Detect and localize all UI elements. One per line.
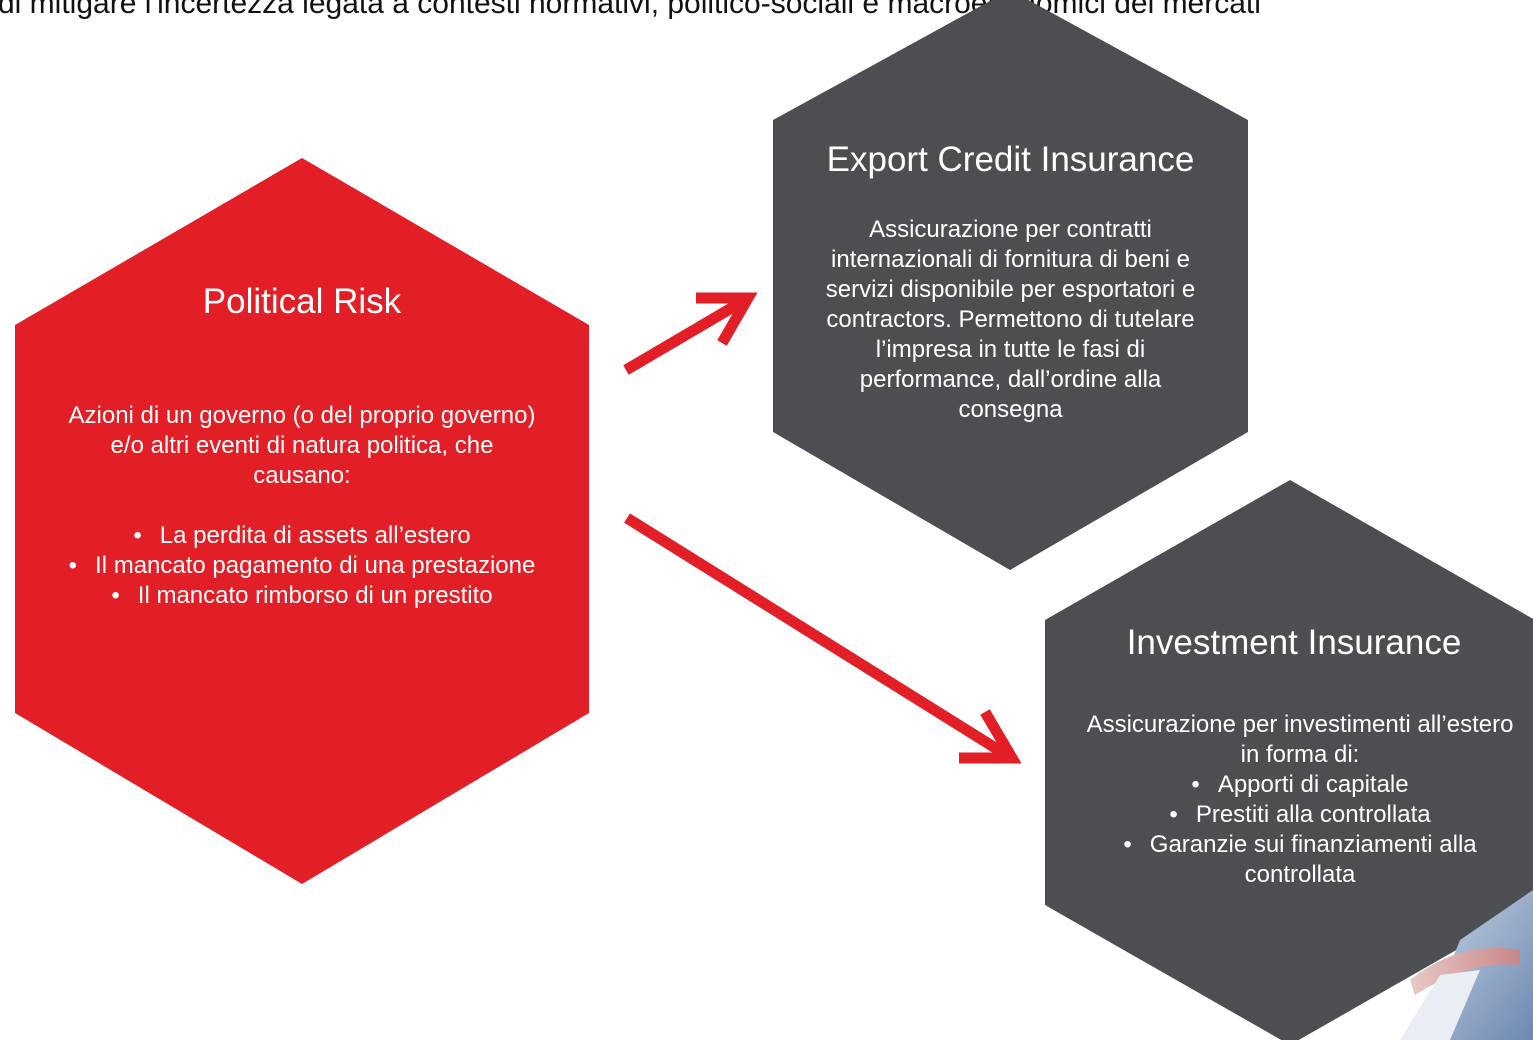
list-item: Il mancato rimborso di un prestito bbox=[60, 581, 544, 611]
arrow-to-export-credit bbox=[623, 292, 758, 375]
list-item: Garanzie sui finanziamenti alla controll… bbox=[1090, 830, 1510, 890]
arrow-to-investment bbox=[624, 513, 1022, 764]
list-item: Il mancato pagamento di una prestazione bbox=[60, 551, 544, 581]
investment-title: Investment Insurance bbox=[1126, 623, 1462, 662]
list-item: Apporti di capitale bbox=[1090, 770, 1510, 800]
export-credit-title: Export Credit Insurance bbox=[826, 140, 1195, 179]
investment-list: Apporti di capitale Prestiti alla contro… bbox=[1090, 770, 1510, 890]
investment-intro: Assicurazione per investimenti all’ester… bbox=[1086, 711, 1514, 768]
export-credit-body: Assicurazione per contratti internaziona… bbox=[825, 216, 1196, 423]
corner-decoration-image bbox=[1400, 890, 1533, 1040]
export-credit-hexagon bbox=[773, 0, 1248, 570]
list-item: Prestiti alla controllata bbox=[1090, 800, 1510, 830]
political-risk-intro: Azioni di un governo (o del proprio gove… bbox=[68, 402, 536, 489]
header-text: di mitigare l'incertezza legata a contes… bbox=[0, 0, 1261, 20]
political-risk-title: Political Risk bbox=[202, 282, 402, 321]
political-risk-list: La perdita di assets all’estero Il manca… bbox=[60, 521, 544, 611]
list-item: La perdita di assets all’estero bbox=[60, 521, 544, 551]
investment-hexagon bbox=[1045, 480, 1533, 1040]
